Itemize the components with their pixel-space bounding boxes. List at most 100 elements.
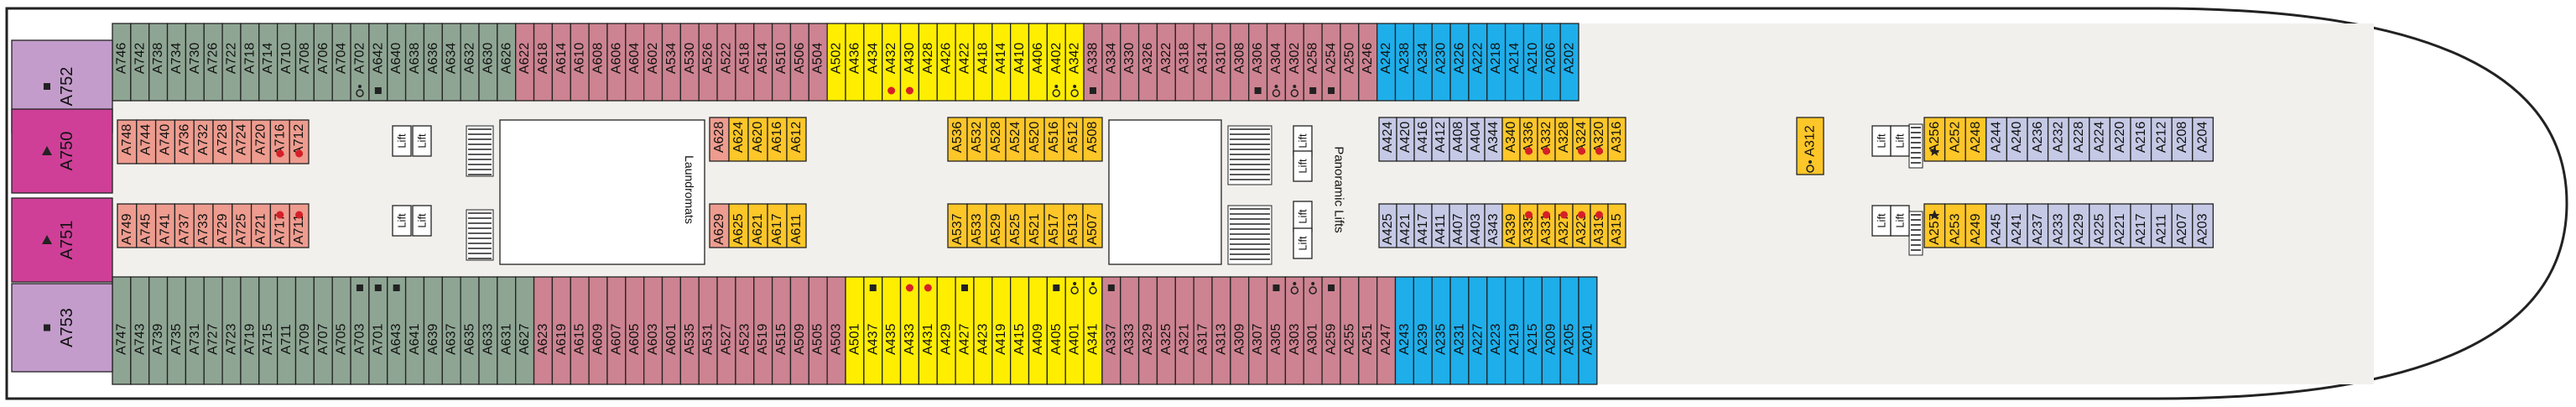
- cabin[interactable]: A306: [1248, 23, 1268, 102]
- cabin[interactable]: A244: [1985, 117, 2008, 162]
- cabin[interactable]: A607: [606, 276, 627, 385]
- cabin[interactable]: A415: [1010, 276, 1030, 385]
- cabin[interactable]: A420: [1396, 117, 1415, 162]
- cabin[interactable]: A632: [460, 23, 480, 102]
- cabin[interactable]: A629: [709, 203, 730, 248]
- cabin[interactable]: A421: [1396, 203, 1415, 248]
- cabin[interactable]: A340: [1501, 117, 1521, 162]
- cabin[interactable]: A240: [2006, 117, 2028, 162]
- cabin[interactable]: A201: [1578, 276, 1598, 385]
- cabin[interactable]: A524: [1005, 117, 1026, 162]
- cabin[interactable]: A706: [313, 23, 333, 102]
- cabin[interactable]: A222: [1468, 23, 1488, 102]
- cabin[interactable]: A430: [899, 23, 920, 102]
- cabin[interactable]: A339: [1501, 203, 1521, 248]
- cabin[interactable]: A235: [1431, 276, 1451, 385]
- cabin[interactable]: A435: [882, 276, 902, 385]
- cabin[interactable]: A603: [643, 276, 664, 385]
- cabin[interactable]: A246: [1358, 23, 1378, 102]
- cabin[interactable]: A416: [1413, 117, 1433, 162]
- cabin[interactable]: A436: [845, 23, 865, 102]
- cabin[interactable]: A726: [203, 23, 223, 102]
- cabin[interactable]: A307: [1248, 276, 1268, 385]
- cabin[interactable]: A406: [1028, 23, 1049, 102]
- cabin[interactable]: A627: [515, 276, 535, 385]
- cabin[interactable]: A509: [789, 276, 809, 385]
- cabin[interactable]: A317: [1193, 276, 1213, 385]
- cabin[interactable]: A708: [294, 23, 315, 102]
- cabin[interactable]: A226: [1449, 23, 1470, 102]
- cabin[interactable]: A238: [1394, 23, 1415, 102]
- cabin[interactable]: A259: [1321, 276, 1341, 385]
- cabin[interactable]: A313: [1211, 276, 1231, 385]
- cabin[interactable]: A641: [404, 276, 425, 385]
- cabin[interactable]: A705: [331, 276, 351, 385]
- cabin[interactable]: A434: [863, 23, 883, 102]
- cabin[interactable]: A718: [240, 23, 260, 102]
- cabin[interactable]: A320: [1590, 117, 1609, 162]
- cabin[interactable]: A537: [947, 203, 968, 248]
- cabin[interactable]: A522: [716, 23, 736, 102]
- cabin[interactable]: A336: [1519, 117, 1538, 162]
- cabin[interactable]: A229: [2068, 203, 2090, 248]
- cabin[interactable]: A203: [2192, 203, 2214, 248]
- cabin[interactable]: A527: [716, 276, 736, 385]
- cabin[interactable]: A310: [1211, 23, 1231, 102]
- cabin[interactable]: A331: [1537, 203, 1556, 248]
- cabin[interactable]: A626: [497, 23, 517, 102]
- cabin[interactable]: A631: [497, 276, 517, 385]
- cabin[interactable]: A334: [1101, 23, 1121, 102]
- cabin[interactable]: A753: [11, 283, 113, 373]
- cabin[interactable]: A728: [212, 119, 233, 164]
- cabin[interactable]: A709: [294, 276, 315, 385]
- cabin[interactable]: A210: [1522, 23, 1543, 102]
- cabin[interactable]: A422: [955, 23, 975, 102]
- cabin[interactable]: A727: [203, 276, 223, 385]
- cabin[interactable]: A638: [404, 23, 425, 102]
- cabin[interactable]: A227: [1468, 276, 1488, 385]
- cabin[interactable]: A234: [1413, 23, 1433, 102]
- cabin[interactable]: A328: [1554, 117, 1574, 162]
- cabin[interactable]: A628: [709, 117, 730, 162]
- cabin[interactable]: A639: [423, 276, 443, 385]
- cabin[interactable]: A224: [2089, 117, 2111, 162]
- cabin[interactable]: A610: [570, 23, 590, 102]
- cabin[interactable]: A316: [1607, 117, 1626, 162]
- cabin[interactable]: A750: [11, 108, 113, 194]
- cabin[interactable]: A740: [154, 119, 176, 164]
- cabin[interactable]: A735: [166, 276, 187, 385]
- cabin[interactable]: A318: [1174, 23, 1194, 102]
- cabin[interactable]: A737: [174, 203, 195, 248]
- cabin[interactable]: A536: [947, 117, 968, 162]
- cabin[interactable]: A642: [368, 23, 388, 102]
- cabin[interactable]: A205: [1559, 276, 1579, 385]
- cabin[interactable]: A343: [1484, 203, 1503, 248]
- cabin[interactable]: A211: [2150, 203, 2173, 248]
- cabin[interactable]: A602: [643, 23, 664, 102]
- cabin[interactable]: A321: [1174, 276, 1194, 385]
- cabin[interactable]: A410: [1010, 23, 1030, 102]
- cabin[interactable]: A515: [771, 276, 792, 385]
- cabin[interactable]: A341: [1083, 276, 1103, 385]
- cabin[interactable]: A501: [845, 276, 865, 385]
- cabin[interactable]: A230: [1431, 23, 1451, 102]
- cabin[interactable]: A508: [1082, 117, 1103, 162]
- cabin[interactable]: A207: [2171, 203, 2194, 248]
- cabin[interactable]: A202: [1559, 23, 1579, 102]
- cabin[interactable]: A721: [250, 203, 272, 248]
- cabin[interactable]: A252: [1944, 117, 1966, 162]
- cabin[interactable]: A426: [936, 23, 956, 102]
- cabin[interactable]: A609: [588, 276, 608, 385]
- cabin[interactable]: A407: [1449, 203, 1468, 248]
- cabin[interactable]: A323: [1572, 203, 1591, 248]
- cabin[interactable]: A701: [368, 276, 388, 385]
- cabin[interactable]: A330: [1120, 23, 1140, 102]
- cabin[interactable]: A716: [269, 119, 290, 164]
- cabin[interactable]: A502: [826, 23, 846, 102]
- cabin[interactable]: A630: [478, 23, 498, 102]
- cabin[interactable]: A615: [570, 276, 590, 385]
- cabin[interactable]: A403: [1466, 203, 1486, 248]
- cabin[interactable]: A504: [808, 23, 828, 102]
- cabin[interactable]: A514: [753, 23, 773, 102]
- cabin[interactable]: A739: [148, 276, 169, 385]
